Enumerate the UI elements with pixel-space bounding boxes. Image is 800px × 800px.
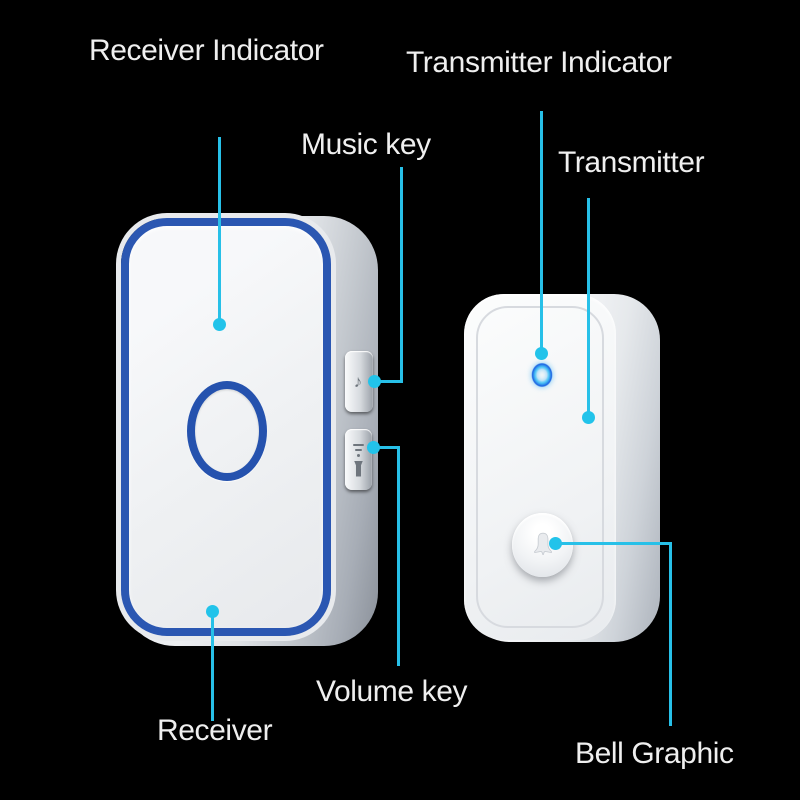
label-receiver: Receiver (157, 714, 273, 747)
label-transmitter-indicator: Transmitter Indicator (406, 46, 672, 79)
label-transmitter: Transmitter (558, 146, 705, 179)
receiver-indicator-ring-icon (187, 381, 267, 481)
label-music-key: Music key (301, 128, 431, 161)
transmitter-led-indicator-icon (529, 360, 555, 390)
bell-icon (533, 532, 552, 556)
label-volume-key: Volume key (316, 675, 468, 708)
volume-bars-icon (353, 444, 364, 446)
volume-key-button (345, 429, 372, 490)
music-note-icon: ♪ (353, 372, 363, 391)
label-receiver-indicator: Receiver Indicator (89, 34, 324, 67)
bell-graphic-button (512, 513, 573, 577)
label-bell-graphic: Bell Graphic (575, 737, 734, 770)
